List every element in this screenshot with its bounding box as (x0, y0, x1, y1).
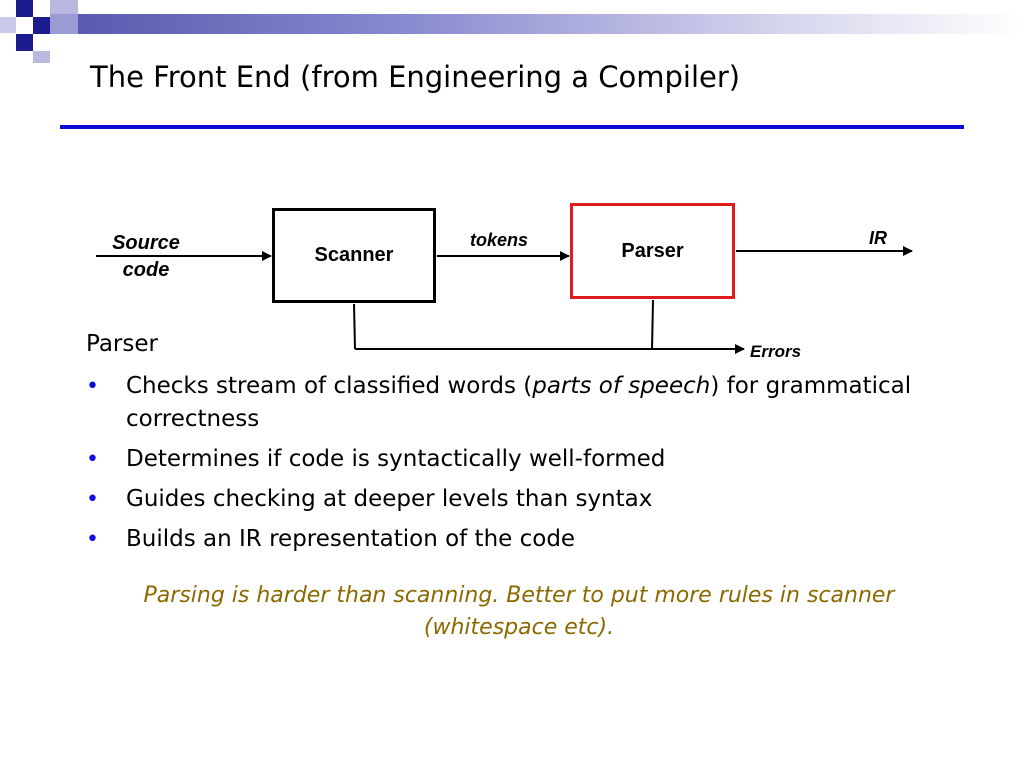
header-gradient-bar (78, 14, 1024, 34)
bullet-text-emphasis: parts of speech (532, 373, 711, 399)
title-underline (60, 125, 964, 129)
bullet-text-post: ) for grammatical correctness (126, 373, 912, 432)
bullet-item: • Determines if code is syntactically wel… (86, 443, 916, 476)
bullet-text-pre: Checks stream of classified words ( (126, 373, 533, 399)
slide-title: The Front End (from Engineering a Compil… (90, 60, 741, 94)
parser-label: Parser (621, 239, 684, 262)
bullet-icon: • (86, 487, 99, 512)
tokens-label: tokens (470, 230, 529, 250)
section-heading: Parser (86, 331, 158, 357)
bullet-icon: • (86, 447, 99, 472)
parser-box: Parser (570, 203, 735, 299)
footnote-remark: Parsing is harder than scanning. Better … (143, 583, 895, 640)
scanner-label: Scanner (314, 244, 394, 266)
source-label-line1: Source (112, 232, 180, 254)
bullet-icon: • (86, 527, 99, 552)
source-label-line2: code (122, 259, 170, 281)
bullet-text: Builds an IR representation of the code (126, 526, 576, 552)
errors-label: Errors (750, 342, 802, 361)
bullet-item: • Checks stream of classified words (part… (86, 370, 916, 436)
bullet-icon: • (86, 374, 99, 399)
bullet-item: • Builds an IR representation of the code (86, 523, 916, 556)
parser-error-line (651, 299, 654, 350)
bullet-list: • Checks stream of classified words (part… (86, 370, 916, 563)
bullet-text: Determines if code is syntactically well… (126, 446, 666, 472)
scanner-error-line (353, 303, 356, 350)
bullet-item: • Guides checking at deeper levels than s… (86, 483, 916, 516)
ir-label: IR (869, 228, 887, 248)
bullet-text: Guides checking at deeper levels than sy… (126, 486, 653, 512)
source-code-label: Source code (100, 230, 192, 284)
scanner-box: Scanner (272, 208, 436, 303)
